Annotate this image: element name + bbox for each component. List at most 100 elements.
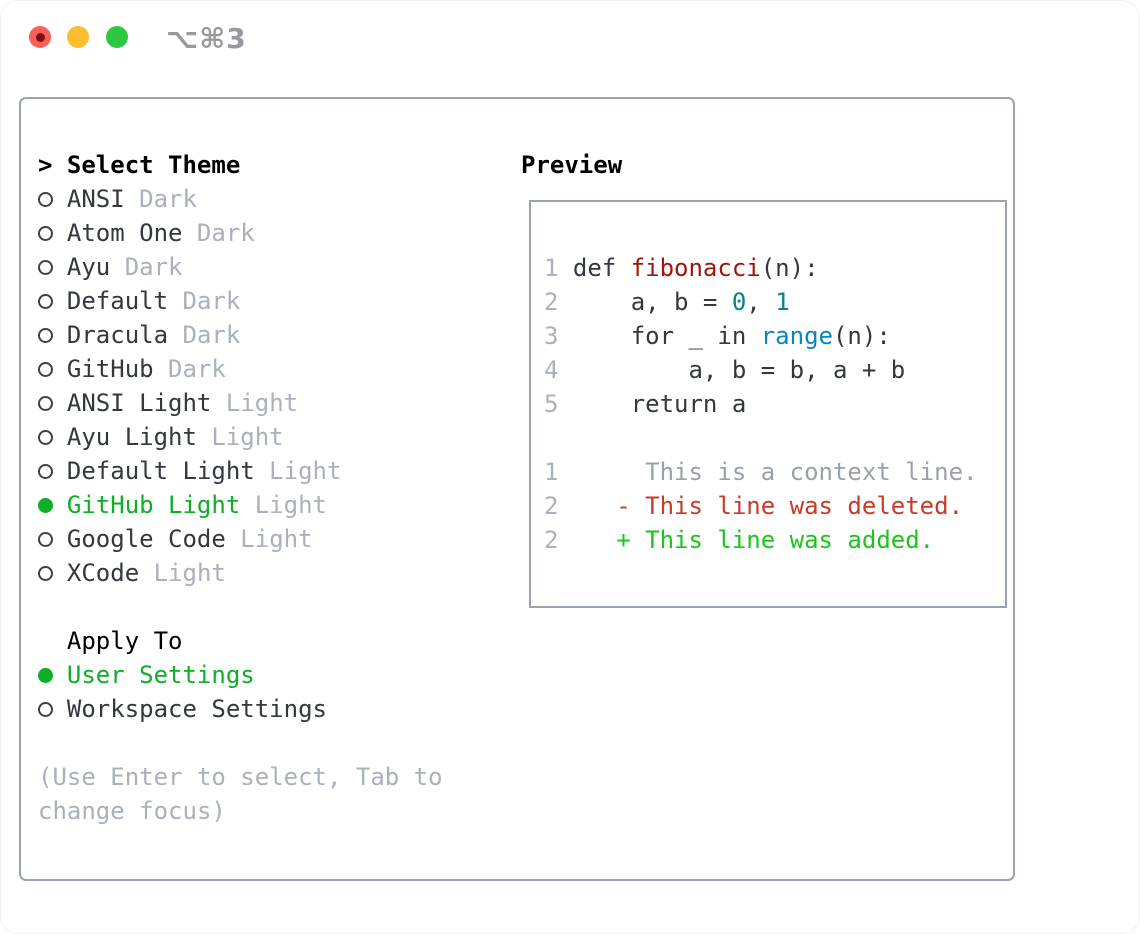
window-title: ⌥⌘3 — [166, 22, 247, 55]
code-token: range — [760, 322, 833, 350]
code-token: fibonacci — [630, 254, 761, 282]
radio-unselected-icon — [38, 327, 53, 343]
line-number: 5 — [544, 390, 559, 418]
diff-line-deleted: 2 - This line was deleted. — [544, 489, 1005, 523]
help-line: change focus) — [38, 797, 226, 825]
theme-option[interactable]: Ayu Light Light — [38, 420, 443, 454]
cursor-icon: > — [38, 151, 53, 179]
theme-list-title: Select Theme — [66, 151, 241, 179]
radio-icon — [38, 667, 67, 683]
code-token: def — [572, 254, 631, 282]
theme-variant-badge: Light — [196, 423, 284, 451]
radio-icon — [38, 361, 67, 377]
radio-icon — [38, 225, 67, 241]
radio-unselected-icon — [38, 191, 53, 207]
theme-name: GitHub — [66, 355, 154, 383]
radio-unselected-icon — [38, 293, 53, 309]
spacer — [544, 421, 1005, 455]
theme-option[interactable]: Google Code Light — [38, 522, 443, 556]
diff-text: - This line was deleted. — [572, 492, 964, 520]
code-token: 0 — [731, 288, 747, 316]
radio-icon — [38, 395, 67, 411]
radio-icon — [38, 531, 67, 547]
line-number: 1 — [544, 458, 559, 486]
theme-option[interactable]: Default Light Light — [38, 454, 443, 488]
diff-text: This is a context line. — [572, 458, 978, 486]
code-line: 3 for _ in range(n): — [544, 319, 1005, 353]
radio-icon — [38, 701, 67, 717]
theme-variant-badge: Light — [254, 457, 342, 485]
radio-icon — [38, 463, 67, 479]
radio-icon — [38, 191, 67, 207]
line-number: 2 — [544, 526, 559, 554]
theme-variant-badge: Dark — [153, 355, 226, 383]
code-token: a, b = — [572, 288, 732, 316]
theme-option[interactable]: GitHub Dark — [38, 352, 443, 386]
theme-option[interactable]: Atom One Dark — [38, 216, 443, 250]
code-line: 5 return a — [544, 387, 1005, 421]
theme-name: Default — [66, 287, 169, 315]
theme-option[interactable]: ANSI Dark — [38, 182, 443, 216]
line-number: 2 — [544, 288, 559, 316]
radio-icon — [38, 497, 67, 513]
code-token: return a — [572, 390, 747, 418]
code-token: 1 — [775, 288, 790, 316]
code-line: 2 a, b = 0, 1 — [544, 285, 1005, 319]
radio-unselected-icon — [38, 259, 53, 275]
radio-selected-icon — [38, 667, 53, 683]
close-button[interactable] — [29, 26, 51, 48]
diff-sample: 1 This is a context line.2 - This line w… — [544, 455, 1005, 557]
zoom-button[interactable] — [106, 26, 128, 48]
radio-unselected-icon — [38, 701, 53, 717]
code-line: 4 a, b = b, a + b — [544, 353, 1005, 387]
theme-name: Default Light — [66, 457, 255, 485]
apply-to-header-row: Apply To — [38, 624, 443, 658]
theme-name: XCode — [66, 559, 140, 587]
radio-icon — [38, 327, 67, 343]
titlebar: ⌥⌘3 — [0, 0, 1140, 74]
theme-name: Atom One — [66, 219, 183, 247]
theme-option[interactable]: XCode Light — [38, 556, 443, 590]
apply-to-option[interactable]: Workspace Settings — [38, 692, 443, 726]
line-number: 2 — [544, 492, 559, 520]
radio-unselected-icon — [38, 463, 53, 479]
apply-to-option[interactable]: User Settings — [38, 658, 443, 692]
help-line: (Use Enter to select, Tab to — [38, 763, 443, 791]
minimize-button[interactable] — [67, 26, 89, 48]
theme-variant-badge: Light — [240, 491, 327, 519]
theme-option[interactable]: GitHub Light Light — [38, 488, 443, 522]
theme-variant-badge: Dark — [168, 287, 241, 315]
code-token: (n): — [832, 322, 891, 350]
theme-list-header: > Select Theme — [38, 148, 443, 182]
apply-to-title: Apply To — [66, 627, 183, 655]
diff-line-context: 1 This is a context line. — [544, 455, 1005, 489]
theme-name: Ayu — [66, 253, 111, 281]
theme-option[interactable]: Default Dark — [38, 284, 443, 318]
theme-option[interactable]: ANSI Light Light — [38, 386, 443, 420]
radio-icon — [38, 259, 67, 275]
theme-name: GitHub Light — [66, 491, 241, 519]
theme-name: Ayu Light — [66, 423, 197, 451]
theme-option[interactable]: Ayu Dark — [38, 250, 443, 284]
code-token: , — [746, 288, 776, 316]
radio-unselected-icon — [38, 225, 53, 241]
line-number: 4 — [544, 356, 559, 384]
theme-variant-badge: Dark — [182, 219, 255, 247]
theme-name: Dracula — [66, 321, 169, 349]
diff-text: + This line was added. — [572, 526, 935, 554]
theme-variant-badge: Dark — [124, 185, 197, 213]
radio-icon — [38, 565, 67, 581]
line-number: 1 — [544, 254, 559, 282]
theme-name: Google Code — [66, 525, 226, 553]
help-text: (Use Enter to select, Tab to change focus… — [38, 760, 443, 828]
radio-unselected-icon — [38, 395, 53, 411]
theme-option[interactable]: Dracula Dark — [38, 318, 443, 352]
theme-variant-badge: Dark — [168, 321, 241, 349]
apply-to-label: User Settings — [66, 661, 255, 689]
preview-title: Preview — [521, 151, 623, 179]
